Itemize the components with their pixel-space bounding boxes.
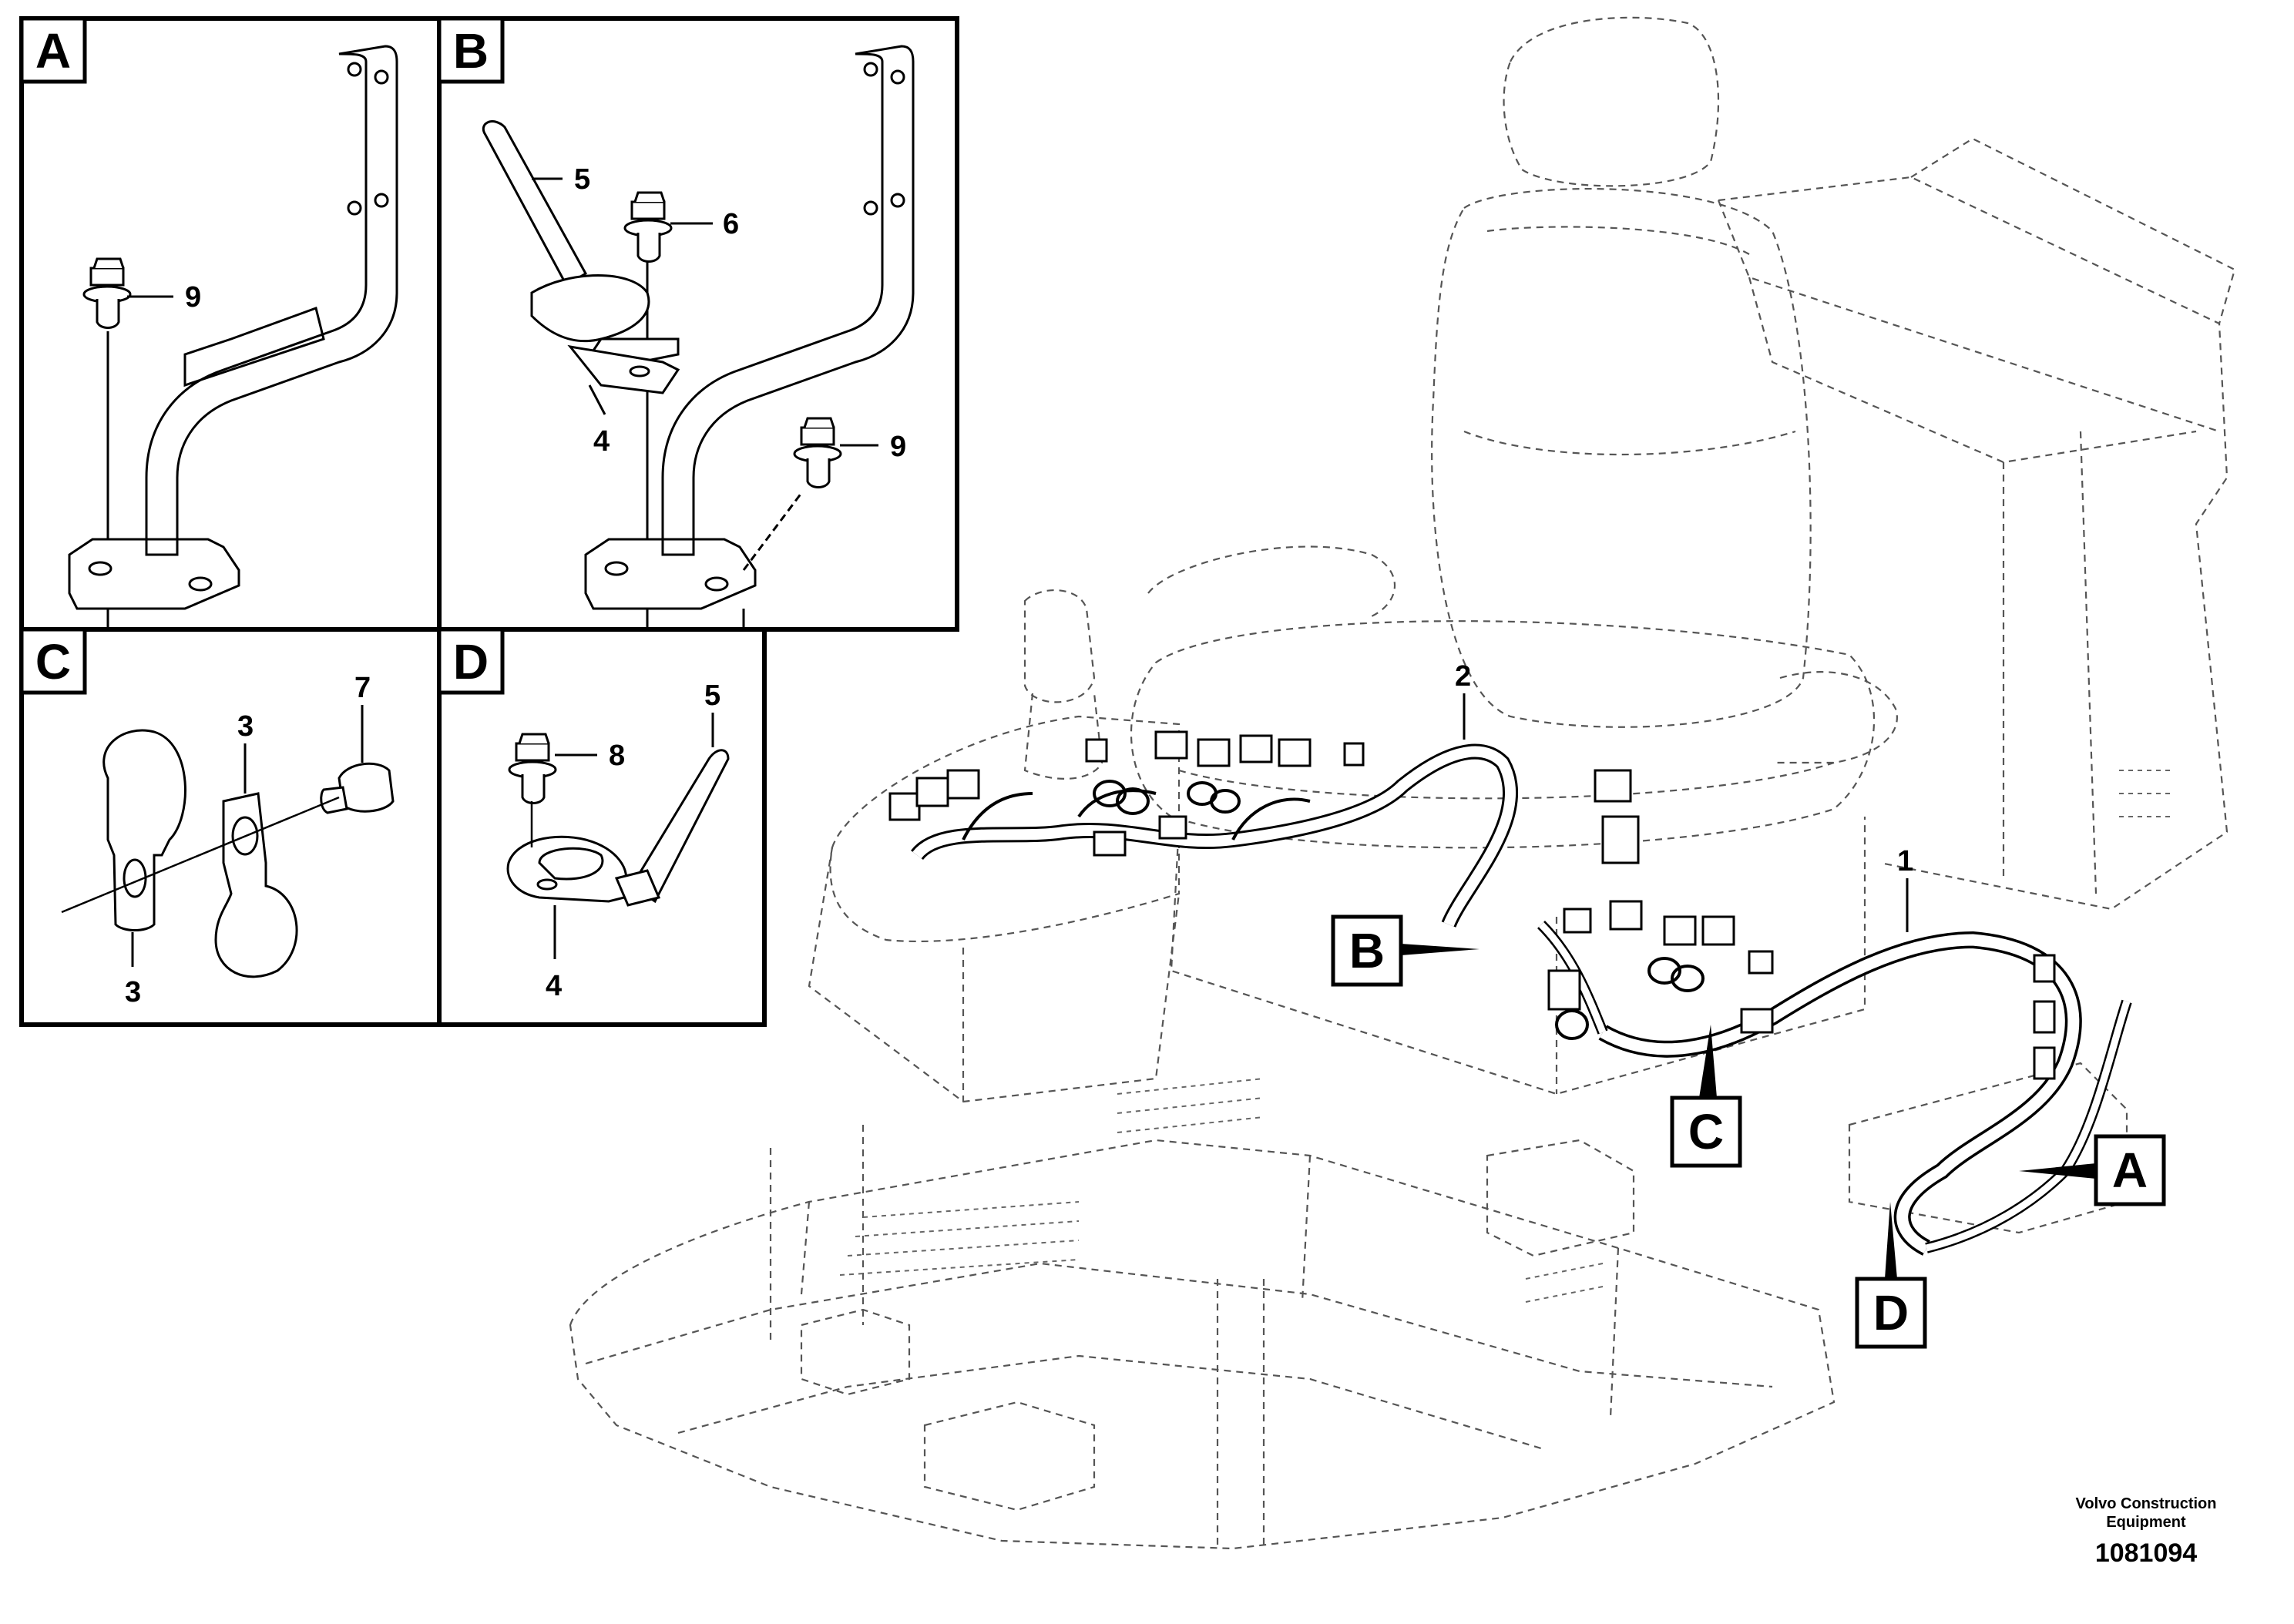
callout-1: 1 (1897, 845, 1913, 877)
flag-a: A (2019, 1134, 2166, 1206)
callout-3-bottom: 3 (125, 976, 141, 1008)
part-number: 1081094 (2095, 1538, 2197, 1568)
flag-c: C (1670, 1025, 1742, 1168)
svg-text:A: A (2112, 1143, 2148, 1198)
harness-2 (911, 743, 1519, 928)
bolt-9 (82, 257, 132, 329)
callout-8: 8 (609, 740, 625, 772)
company-line-2: Equipment (2106, 1514, 2186, 1531)
flag-b: B (1331, 914, 1480, 987)
clamp-left (102, 729, 186, 931)
callout-4d: 4 (546, 970, 562, 1002)
panel-a-label: A (35, 23, 71, 79)
svg-text:B: B (1349, 923, 1385, 978)
bolt-8 (508, 733, 557, 804)
harness-connectors (888, 730, 2056, 1080)
panel-b-label: B (453, 23, 489, 79)
callout-4: 4 (593, 425, 610, 458)
callout-9b: 9 (890, 431, 906, 463)
company-line-1: Volvo Construction (2076, 1495, 2217, 1512)
callout-7: 7 (354, 672, 371, 704)
cable-tie-d (506, 749, 730, 907)
main-callouts: 2 1 (1455, 660, 1913, 932)
base-hatching (839, 770, 2173, 1303)
detail-panel-c: C 7 3 3 (19, 627, 442, 1027)
callout-9: 9 (185, 281, 201, 314)
callout-5: 5 (574, 163, 590, 196)
flag-d: D (1855, 1202, 1927, 1349)
connector-loops (1093, 780, 1705, 1040)
callout-3-top: 3 (237, 710, 254, 743)
footer: Volvo Construction Equipment 1081094 (2076, 1495, 2217, 1568)
seat-assembly-outline (569, 16, 2236, 1550)
panel-c-label: C (35, 634, 71, 690)
callout-6: 6 (723, 208, 739, 240)
panel-d-label: D (453, 634, 489, 690)
bolt-9b (793, 417, 842, 488)
callout-5d: 5 (704, 679, 720, 712)
bracket-drawing (68, 45, 398, 636)
callout-2: 2 (1455, 660, 1471, 693)
detail-panel-a: A 9 (19, 16, 442, 636)
detail-panel-b: B 5 (437, 16, 959, 636)
bolt-6 (623, 191, 673, 263)
cable-tie-5 (482, 120, 680, 394)
svg-text:D: D (1873, 1285, 1909, 1340)
detail-panel-d: D 8 5 4 (437, 627, 767, 1027)
svg-text:C: C (1688, 1104, 1724, 1159)
